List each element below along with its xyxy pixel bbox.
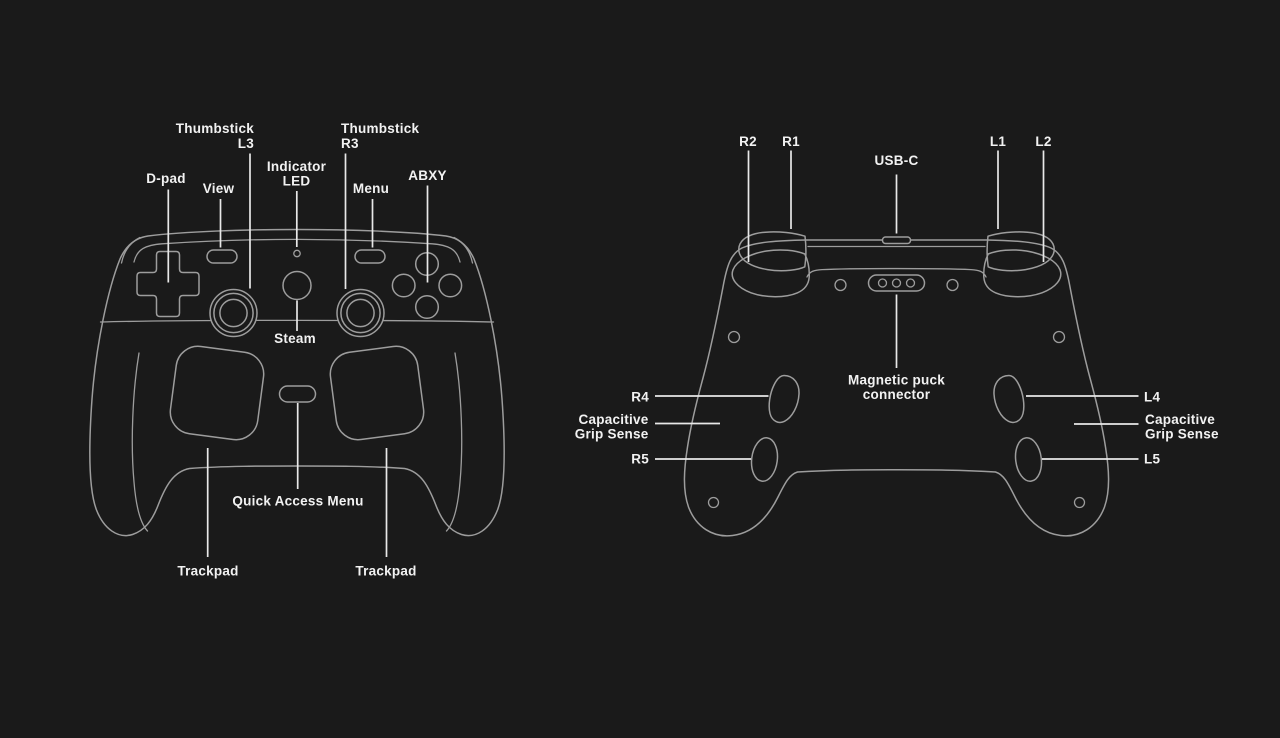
indicator-led-dot [293,249,301,258]
label-grip-sense-left-line1: Capacitive [578,412,648,427]
thumbstick-left-shape [209,288,258,338]
label-indicator-line1: Indicator [267,159,327,174]
trigger-l2-shape [983,249,1062,298]
label-trackpad-left: Trackpad [177,564,238,579]
menu-button-pill [354,249,386,264]
steam-button-circle [282,270,312,301]
front-grip-seam-left [131,352,149,532]
label-l1: L1 [990,134,1006,149]
trackpad-left-shape [169,345,265,441]
label-thumbstick-r3-line1: Thumbstick [341,121,420,136]
screw-holes [707,278,1086,509]
front-labels: Thumbstick L3 Thumbstick R3 D-pad View I… [146,121,447,579]
label-grip-sense-left-line2: Grip Sense [575,427,649,442]
label-l5: L5 [1144,452,1160,467]
back-labels: R2 R1 USB-C L1 L2 R4 Capacitive Grip Sen… [575,134,1219,467]
thumbstick-right-shape [336,288,385,338]
label-view: View [203,181,235,196]
label-l2: L2 [1035,134,1051,149]
front-leader-lines [167,153,429,557]
bumper-trigger-left-shape [983,231,1062,298]
label-l4: L4 [1144,390,1160,405]
qam-button-pill [278,385,317,403]
label-grip-sense-right-line1: Capacitive [1145,412,1215,427]
label-magnetic-puck-line1: Magnetic puck [848,373,945,388]
label-grip-sense-right-line2: Grip Sense [1145,427,1219,442]
front-body-outline [89,228,505,537]
back-view-diagram: R2 R1 USB-C L1 L2 R4 Capacitive Grip Sen… [575,134,1219,537]
front-corner-arc-right [453,236,474,264]
magnetic-puck-connector-shape [867,274,926,292]
back-buttons-l-shape [993,374,1045,484]
abxy-left-button [391,273,416,298]
label-magnetic-puck-line2: connector [863,387,931,402]
label-indicator-line2: LED [283,174,311,189]
label-r5: R5 [631,452,649,467]
abxy-right-button [438,273,463,298]
label-trackpad-right: Trackpad [355,564,416,579]
back-body-outline [683,239,1110,537]
front-view-diagram: Thumbstick L3 Thumbstick R3 D-pad View I… [89,121,505,579]
trackpad-right-shape [329,345,425,441]
back-buttons-r-shape [750,374,800,482]
label-thumbstick-l3-line1: Thumbstick [176,121,255,136]
label-quick-access-menu: Quick Access Menu [232,494,363,509]
label-r2: R2 [739,134,757,149]
back-leader-lines [655,150,1139,460]
label-usb-c: USB-C [875,153,919,168]
label-steam: Steam [274,331,316,346]
button-r5-shape [750,437,779,482]
label-thumbstick-l3-line2: L3 [238,136,254,151]
label-r1: R1 [782,134,800,149]
label-thumbstick-r3-line2: R3 [341,136,359,151]
label-r4: R4 [631,390,649,405]
front-grip-seam-right [445,352,463,532]
button-r4-shape [768,374,800,424]
label-dpad: D-pad [146,171,186,186]
bumper-l1-shape [986,231,1055,272]
label-menu: Menu [353,181,389,196]
front-corner-arc-left [120,236,141,264]
dpad-shape [136,250,200,318]
label-abxy: ABXY [408,168,447,183]
back-shell-seam [806,267,987,278]
view-button-pill [206,249,238,264]
usb-c-port [881,236,912,245]
abxy-bottom-button [414,294,440,320]
